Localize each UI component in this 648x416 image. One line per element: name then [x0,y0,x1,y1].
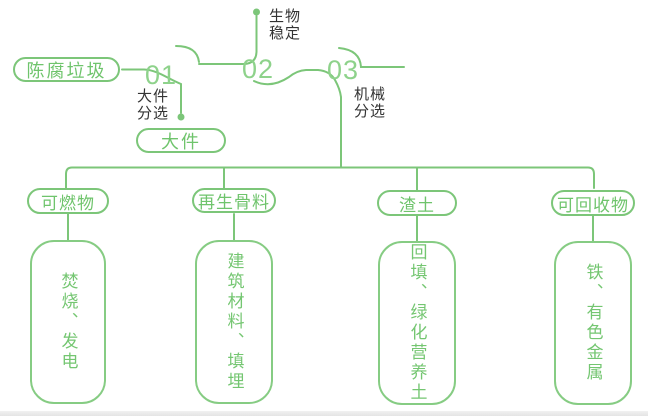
stage-number-01: 01 [145,60,178,90]
connector-01-to-02 [198,15,258,65]
arc-over-03 [338,47,405,68]
recycled-aggregate-detail-box: 建筑材料、填埋 [195,240,273,404]
stage-number-03: 03 [327,55,360,85]
stage-number-02: 02 [242,54,275,84]
combustible-detail-text: 焚烧、发电 [58,272,78,372]
source-node: 陈腐垃圾 [13,57,120,82]
recyclable-detail-box: 铁、有色金属 [554,241,632,405]
bulky-item-label: 大件 [161,131,201,152]
slag-soil-node: 渣土 [377,190,457,216]
page-bottom-edge [0,411,648,416]
recyclable-detail-text: 铁、有色金属 [583,263,603,383]
recycled-aggregate-node: 再生骨料 [192,188,276,213]
arc-over-01 [175,45,200,63]
stage-label-bulky-sorting: 大件 分选 [137,88,170,122]
distribution-rail [65,166,595,189]
bio-branch-dot [253,8,260,16]
bulky-branch-dot [177,113,185,121]
source-node-label: 陈腐垃圾 [26,60,107,81]
stage-label-bio-stabilization: 生物 稳定 [269,8,302,42]
combustible-node: 可燃物 [27,188,109,214]
connector-source-to-01 [121,68,182,114]
slag-soil-detail-box: 回填、绿化营养土 [378,241,456,405]
connector-02-to-03 [253,69,319,86]
bulky-item-node: 大件 [136,128,226,153]
stage-label-mechanical-sorting: 机械 分选 [354,86,387,120]
recyclable-node: 可回收物 [551,190,635,216]
connector-03-down [317,69,342,169]
recycled-aggregate-detail-text: 建筑材料、填埋 [224,252,244,392]
slag-soil-detail-text: 回填、绿化营养土 [407,243,427,403]
combustible-detail-box: 焚烧、发电 [30,240,106,404]
